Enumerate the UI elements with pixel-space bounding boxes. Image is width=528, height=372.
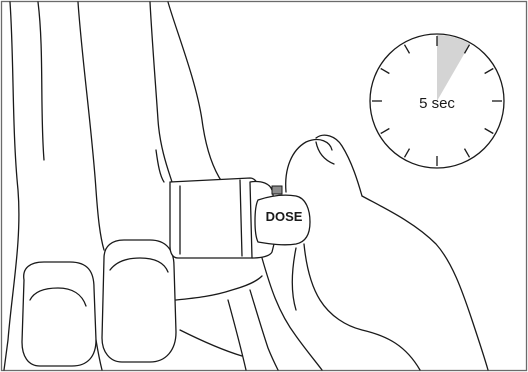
timer-tick — [484, 127, 494, 135]
middle-finger-outline — [167, 1, 223, 183]
index-finger-outline-right — [149, 1, 173, 183]
inhaler-device: DOSE — [169, 177, 311, 259]
right-hand-finger-edge-2 — [227, 299, 247, 371]
left-thumb-1-nail — [29, 287, 87, 307]
inhaler-body — [169, 177, 263, 259]
timer-tick — [463, 148, 471, 158]
timer-tick — [484, 67, 494, 75]
left-thumb-2-nail — [109, 257, 169, 273]
right-hand-lower — [261, 257, 323, 371]
right-thumb-nail — [315, 141, 335, 165]
right-thumb-top — [285, 138, 333, 193]
timer-tick — [403, 148, 411, 158]
left-thumb-2 — [101, 239, 177, 363]
right-hand-finger-edge — [249, 289, 279, 371]
right-hand-back — [361, 195, 489, 371]
right-hand-palm — [303, 243, 421, 371]
thumb-gap-line — [95, 339, 103, 371]
timer-ticks — [372, 36, 502, 166]
timer-elapsed-wedge — [437, 35, 470, 101]
right-hand — [227, 134, 489, 371]
timer-tick — [380, 127, 390, 135]
dose-indicator-marker — [271, 185, 283, 195]
timer-tick — [380, 67, 390, 75]
right-thumb-nail-area — [315, 134, 363, 197]
left-hand — [3, 1, 263, 371]
finger-crease — [155, 149, 165, 183]
dose-dial — [254, 194, 311, 246]
index-finger-outline-left — [77, 1, 105, 251]
right-hand-crease-1 — [291, 247, 297, 311]
dose-label: DOSE — [266, 209, 303, 224]
timer-clock: 5 sec — [369, 33, 505, 169]
left-hand-palm-edge — [3, 1, 20, 371]
left-hand-crease — [37, 1, 45, 161]
timer-tick — [463, 44, 471, 54]
inhaler-band — [239, 179, 243, 257]
left-hand-lower-edge — [175, 275, 263, 301]
timer-label: 5 sec — [419, 95, 455, 112]
left-thumb-1 — [21, 261, 97, 367]
timer-tick — [403, 44, 411, 54]
left-hand-base — [179, 329, 243, 357]
